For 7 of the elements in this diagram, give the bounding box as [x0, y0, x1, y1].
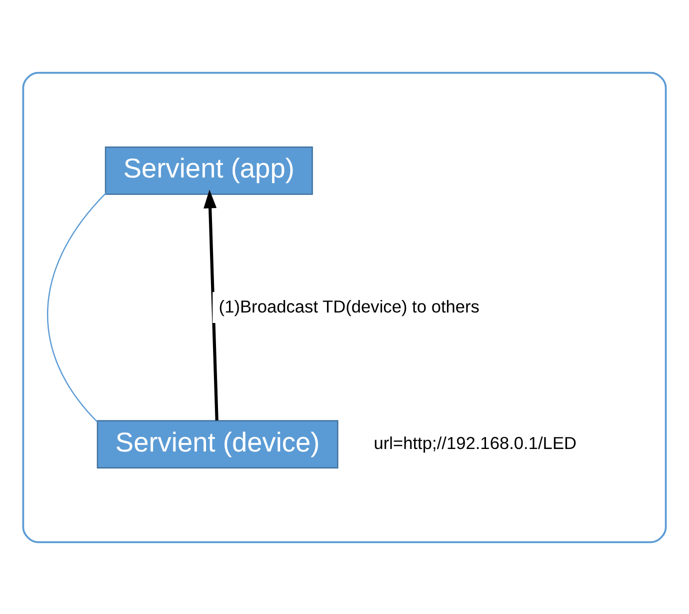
node-box: Servient (app) [104, 146, 313, 194]
connector [47, 192, 107, 422]
cluster [22, 71, 667, 543]
edge-label: (1)Broadcast TD(device) to others [218, 296, 480, 316]
node-label: url=http;//192.168.0.1/LED [374, 432, 577, 452]
node-box: Servient (device) [96, 420, 338, 468]
arrow [204, 189, 218, 420]
